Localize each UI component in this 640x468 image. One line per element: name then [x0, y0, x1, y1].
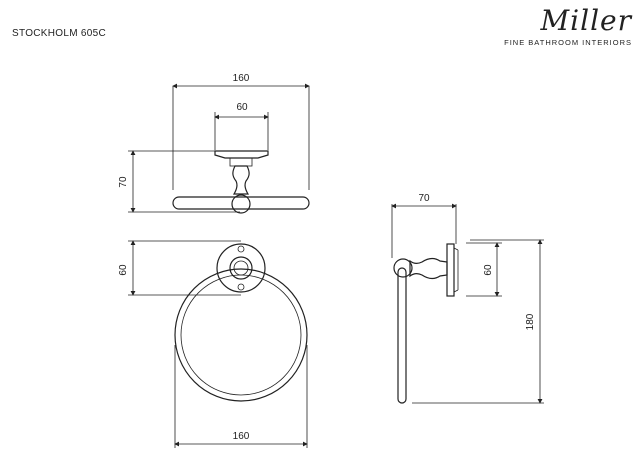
top-wall-plate — [214, 150, 269, 159]
side-60-label: 60 — [483, 264, 494, 276]
side-baluster — [409, 257, 448, 280]
top-knob — [231, 194, 251, 214]
side-ring-edge — [397, 267, 407, 404]
top-60-label: 60 — [236, 102, 248, 113]
side-wall-plate — [446, 243, 455, 297]
front-160-label: 160 — [233, 431, 250, 442]
front-knob-inner — [233, 260, 249, 276]
front-60-label: 60 — [118, 264, 129, 276]
top-160-label: 160 — [233, 73, 250, 84]
brand-logo: Miller — [540, 4, 632, 37]
side-plate-edge-top — [453, 247, 459, 251]
front-ring-outer — [174, 268, 308, 402]
side-70-label: 70 — [418, 193, 430, 204]
side-180-label: 180 — [525, 313, 536, 330]
brand: Miller FINE BATHROOM INTERIORS — [504, 4, 632, 48]
top-bar — [172, 196, 310, 210]
front-screw-bottom — [237, 283, 245, 291]
front-view: 60 160 — [118, 240, 308, 448]
brand-tagline: FINE BATHROOM INTERIORS — [504, 38, 632, 47]
top-70-label: 70 — [118, 176, 129, 188]
side-view: 70 60 180 — [391, 193, 544, 404]
front-back-plate — [216, 243, 266, 293]
front-screw-top — [237, 245, 245, 253]
product-code: STOCKHOLM 605C — [12, 28, 107, 39]
side-plate-edge-bottom — [453, 289, 459, 293]
top-baluster — [232, 165, 250, 195]
top-view: 160 60 70 — [118, 73, 310, 214]
side-knob — [393, 258, 413, 278]
top-collar — [229, 157, 253, 167]
front-knob-outer — [229, 256, 253, 280]
front-ring-inner — [180, 274, 302, 396]
